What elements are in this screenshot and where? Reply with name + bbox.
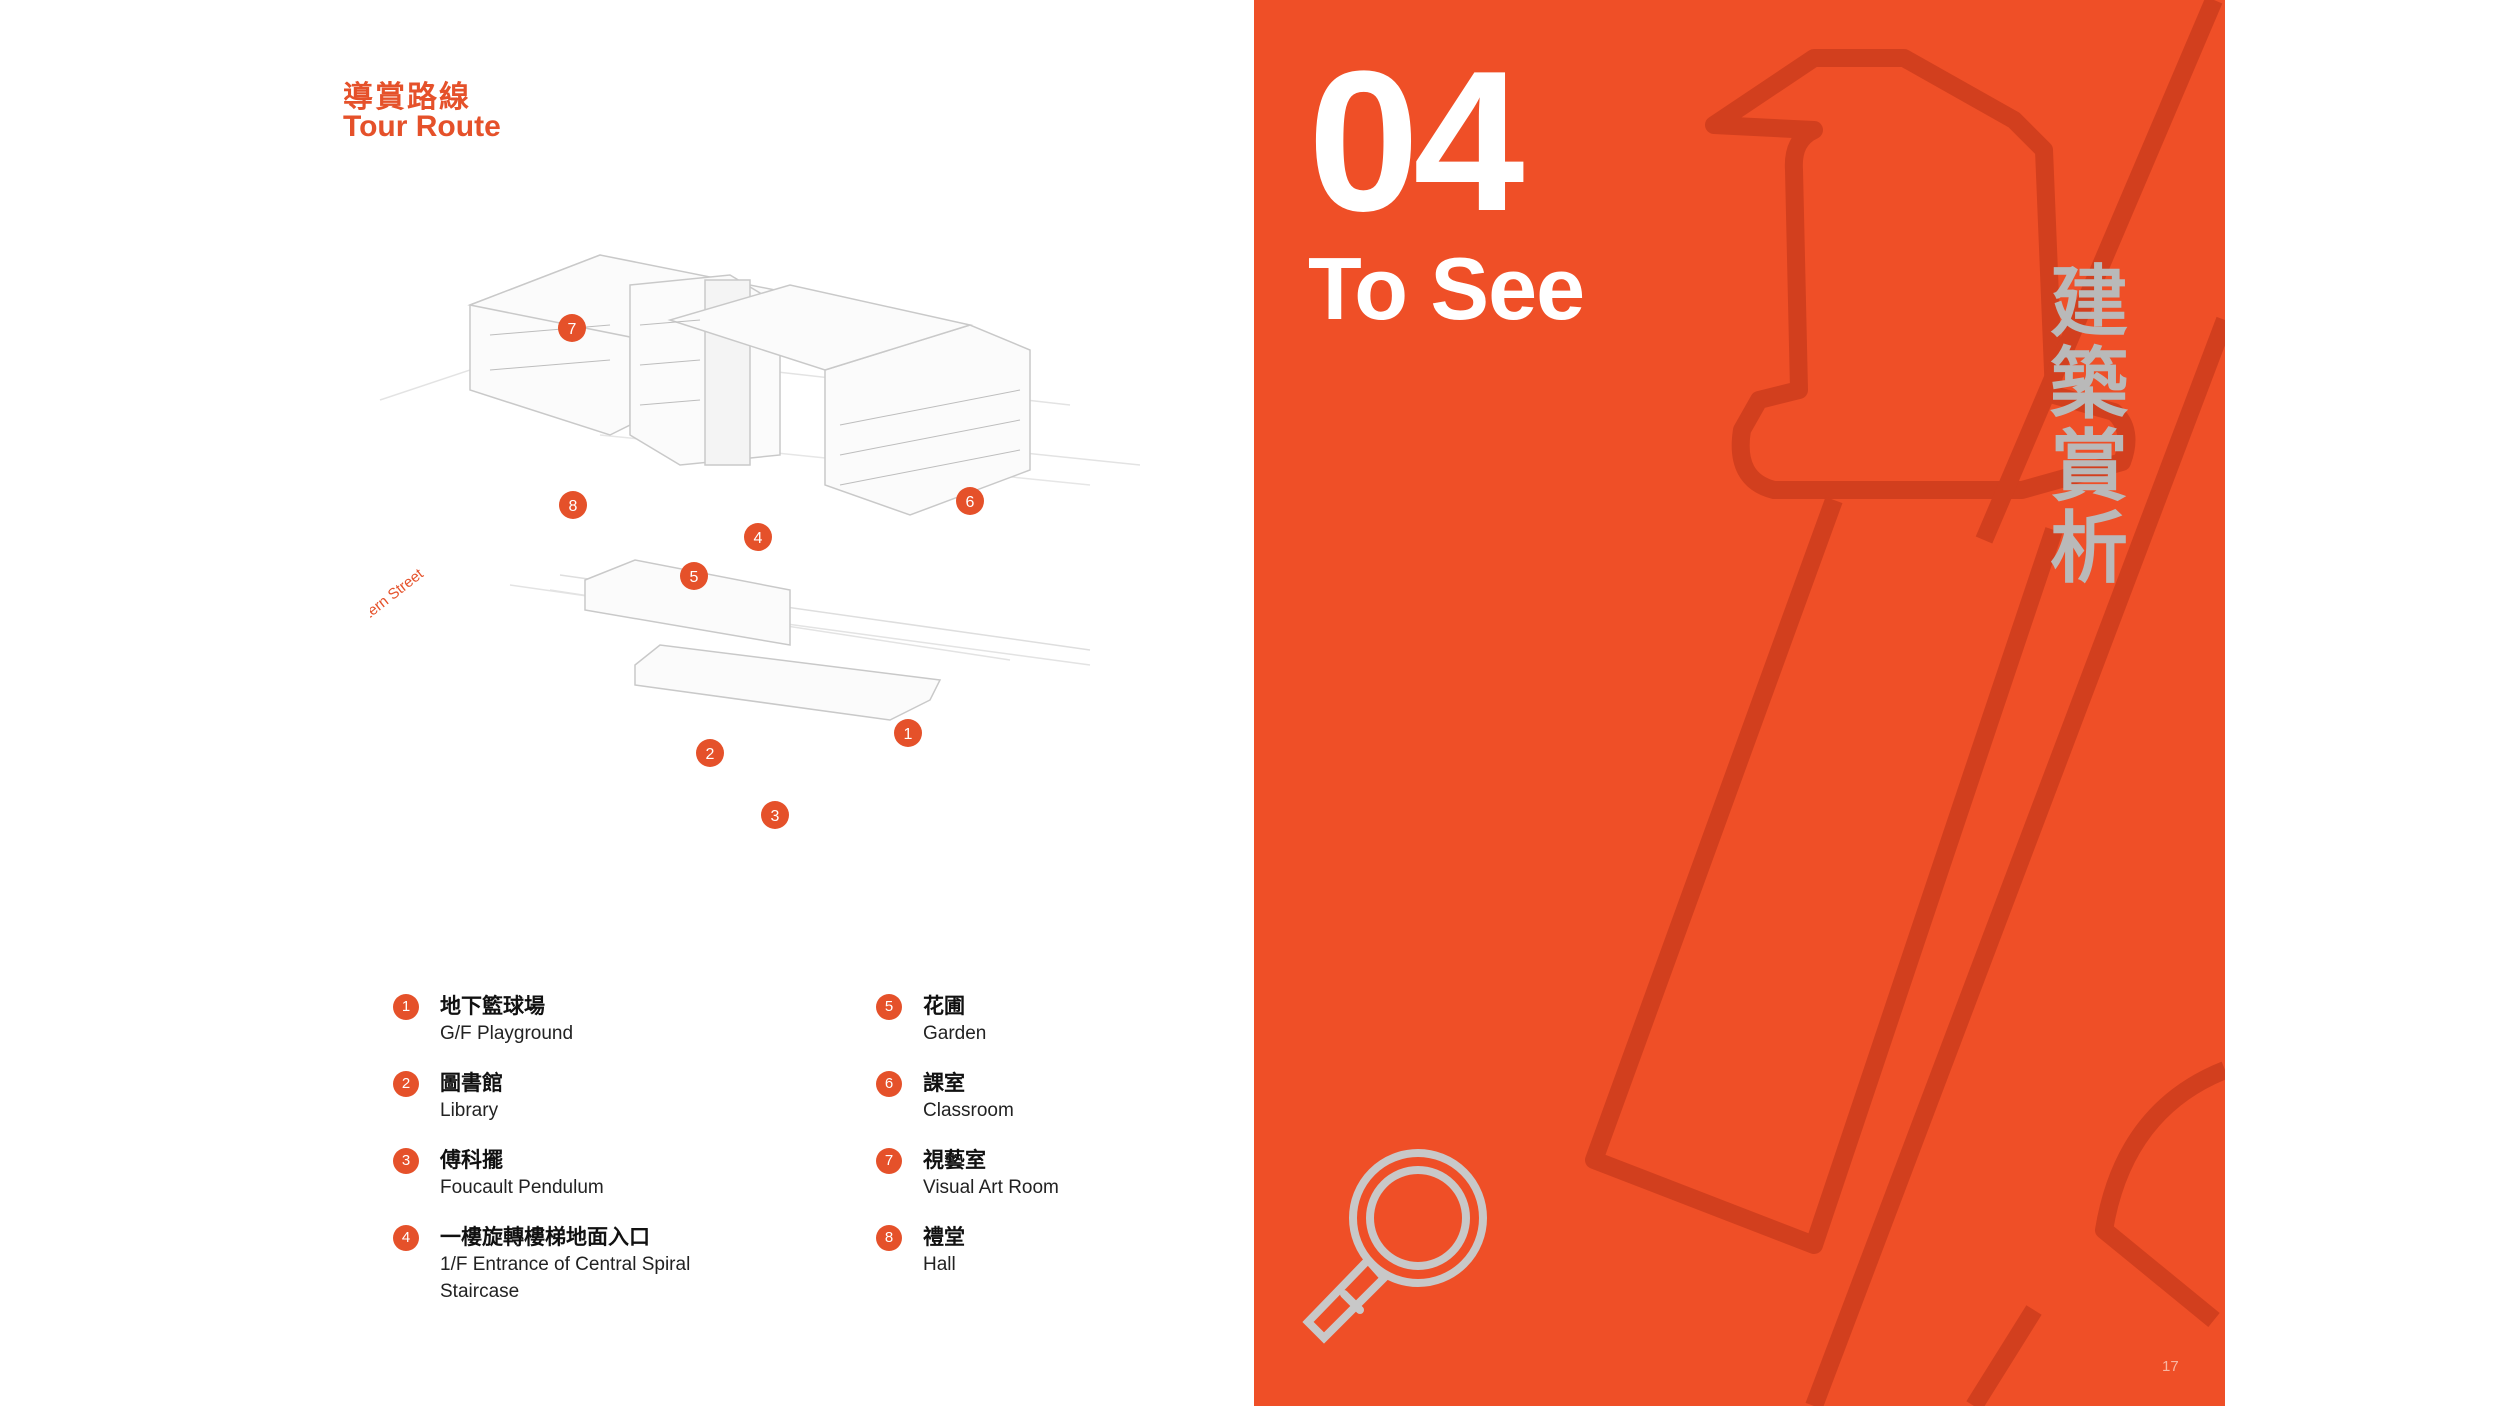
legend-label-zh: 花圃 [923, 994, 965, 1018]
map-marker-1[interactable]: 1 [894, 719, 922, 747]
legend-label-zh: 地下籃球場 [440, 994, 545, 1018]
legend-label-zh: 視藝室 [923, 1148, 986, 1172]
legend-number: 1 [393, 994, 419, 1020]
section-title: To See [1308, 239, 1585, 338]
right-page: 04 To See 建 築 賞 析 17 [1254, 0, 2225, 1406]
tour-route-title-zh: 導賞路線 [343, 80, 471, 115]
street-label: 東邊街 Eastern Street [370, 565, 427, 668]
svg-text:7: 7 [568, 321, 577, 338]
legend-label-en: G/F Playground [440, 1023, 574, 1044]
legend-label-zh: 傅科擺 [440, 1148, 503, 1172]
tour-route-title-en: Tour Route [343, 110, 501, 143]
svg-text:3: 3 [771, 808, 780, 825]
bell-decoration-icon [1585, 0, 2225, 1406]
legend-number: 2 [393, 1071, 419, 1097]
map-marker-5[interactable]: 5 [680, 562, 708, 590]
svg-text:8: 8 [569, 498, 578, 515]
page-number: 17 [2162, 1358, 2179, 1375]
section-number: 04 [1308, 30, 1524, 253]
svg-text:5: 5 [690, 569, 699, 586]
svg-text:4: 4 [754, 530, 763, 547]
map-marker-2[interactable]: 2 [696, 739, 724, 767]
magnifier-icon [1302, 1149, 1487, 1344]
legend-label-en: Classroom [923, 1100, 1014, 1121]
map-marker-6[interactable]: 6 [956, 487, 984, 515]
building-map: 東邊街 Eastern Street 1 2 3 4 5 6 7 8 [370, 254, 1140, 829]
legend-number: 8 [876, 1225, 902, 1251]
section-title-vertical-zh: 建 築 賞 析 [2049, 258, 2128, 594]
legend-label-en: Garden [923, 1023, 987, 1044]
legend-label-en: 1/F Entrance of Central Spiral Staircase [440, 1254, 691, 1302]
legend-number: 5 [876, 994, 902, 1020]
legend-number: 7 [876, 1148, 902, 1174]
legend-label-zh: 課室 [923, 1071, 965, 1095]
legend-label-en: Hall [923, 1254, 956, 1275]
legend-label-en: Foucault Pendulum [440, 1177, 604, 1198]
map-marker-8[interactable]: 8 [559, 491, 587, 519]
left-page: 導賞路線 Tour Route [343, 80, 1140, 1302]
map-marker-3[interactable]: 3 [761, 801, 789, 829]
svg-text:1: 1 [904, 726, 913, 743]
legend-label-zh: 禮堂 [923, 1225, 965, 1249]
legend-number: 3 [393, 1148, 419, 1174]
legend-number: 6 [876, 1071, 902, 1097]
svg-text:2: 2 [706, 746, 715, 763]
legend-label-zh: 一樓旋轉樓梯地面入口 [440, 1225, 650, 1249]
legend-label-zh: 圖書館 [440, 1071, 503, 1095]
svg-text:6: 6 [966, 494, 975, 511]
legend-label-en: Visual Art Room [923, 1177, 1059, 1198]
map-marker-7[interactable]: 7 [558, 314, 586, 342]
legend-number: 4 [393, 1225, 419, 1251]
page-margin [2225, 0, 2500, 1406]
legend-label-en: Library [440, 1100, 499, 1121]
map-marker-4[interactable]: 4 [744, 523, 772, 551]
